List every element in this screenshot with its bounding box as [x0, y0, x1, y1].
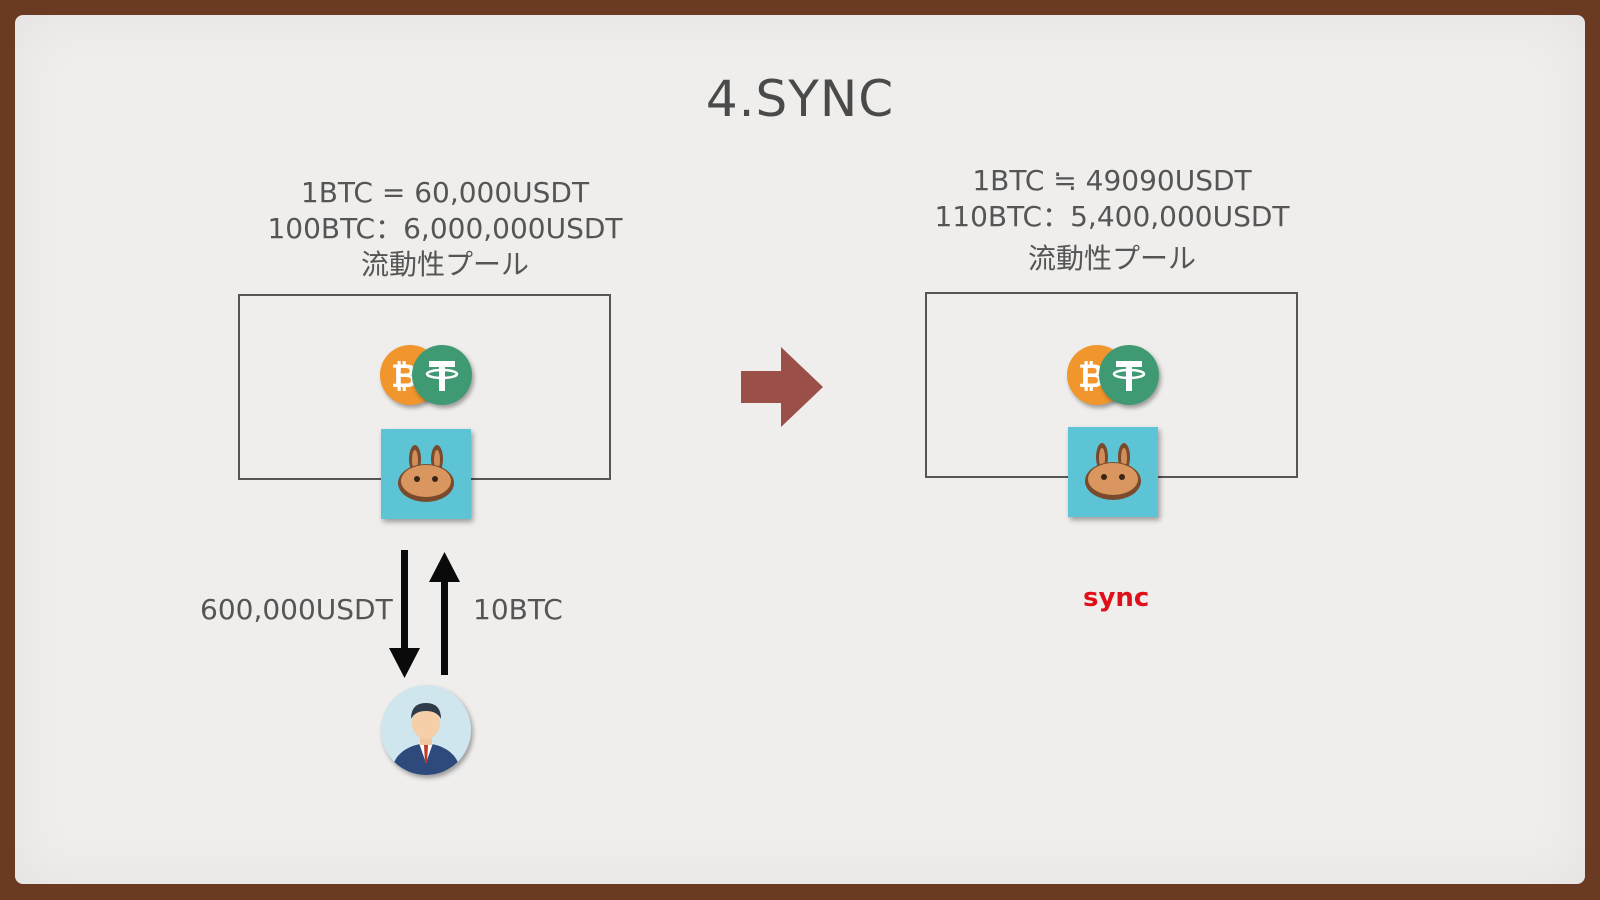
tether-icon — [412, 345, 472, 405]
pancakeswap-icon — [381, 429, 471, 519]
left-reserve-label: 100BTC：6,000,000USDT — [267, 212, 623, 245]
slide-title: 4.SYNC — [705, 70, 895, 128]
up-arrow-icon — [429, 552, 460, 675]
right-arrow-icon — [741, 347, 823, 427]
tether-icon-right — [1099, 345, 1159, 405]
left-price-label: 1BTC = 60,000USDT — [300, 176, 590, 209]
user-avatar-icon — [381, 685, 471, 775]
down-arrow-icon — [389, 550, 420, 678]
pancakeswap-icon-right — [1068, 427, 1158, 517]
right-reserve-label: 110BTC：5,400,000USDT — [934, 200, 1290, 233]
usdt-out-label: 600,000USDT — [200, 593, 393, 626]
right-price-label: 1BTC ≒ 49090USDT — [972, 164, 1252, 197]
left-pool-name: 流動性プール — [360, 248, 529, 281]
slide: 4.SYNC 1BTC = 60,000USDT 100BTC：6,000,00… — [15, 15, 1585, 884]
right-pool-name: 流動性プール — [1027, 242, 1196, 275]
swap-arrows — [389, 550, 460, 678]
sync-label: sync — [1083, 583, 1150, 613]
btc-in-label: 10BTC — [473, 593, 563, 626]
left-pool-labels: 1BTC = 60,000USDT 100BTC：6,000,000USDT 流… — [245, 175, 645, 283]
right-pool-labels: 1BTC ≒ 49090USDT 110BTC：5,400,000USDT 流動… — [912, 163, 1312, 277]
